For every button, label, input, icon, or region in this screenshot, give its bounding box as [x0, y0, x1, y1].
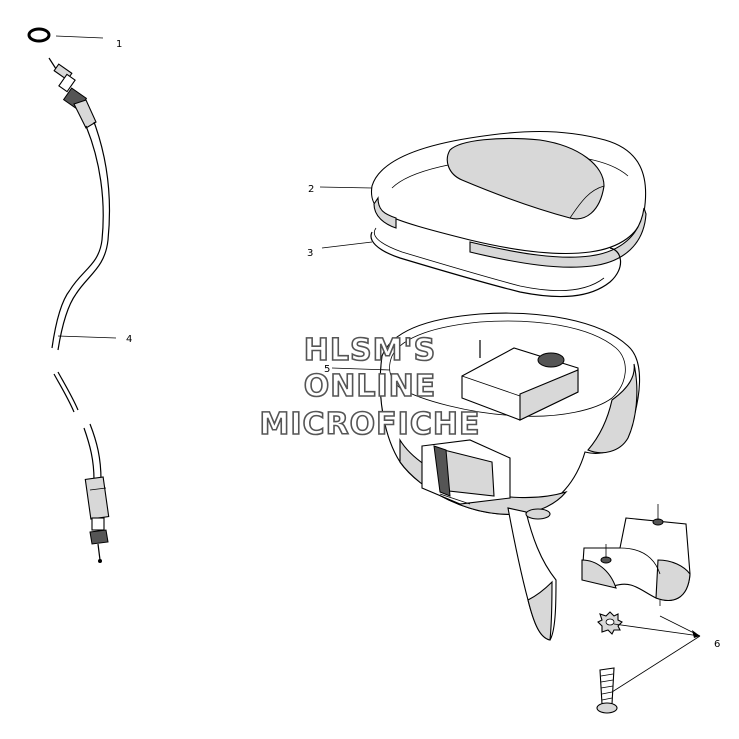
part-3-gasket	[370, 227, 622, 298]
callout-5: 5	[324, 364, 330, 375]
part-6-clamp	[581, 504, 691, 606]
watermark: HLSM'S ONLINE MICROFICHE	[259, 332, 481, 443]
callout-3: 3	[307, 248, 313, 259]
callout-1: 1	[116, 39, 122, 50]
callout-6: 6	[714, 639, 720, 650]
part-4-throttle-cable	[48, 57, 111, 563]
watermark-line-1: HLSM'S	[304, 333, 436, 368]
part-2-cover	[370, 130, 647, 268]
part-6-lock-washer	[597, 611, 623, 635]
watermark-line-2: ONLINE	[304, 369, 437, 404]
watermark-line-3: MICROFICHE	[260, 407, 481, 442]
callout-2: 2	[308, 184, 314, 195]
part-1-o-ring	[27, 27, 51, 43]
callout-4: 4	[126, 334, 132, 345]
part-5-throttle-housing	[379, 312, 641, 641]
part-6-screw	[596, 667, 618, 714]
